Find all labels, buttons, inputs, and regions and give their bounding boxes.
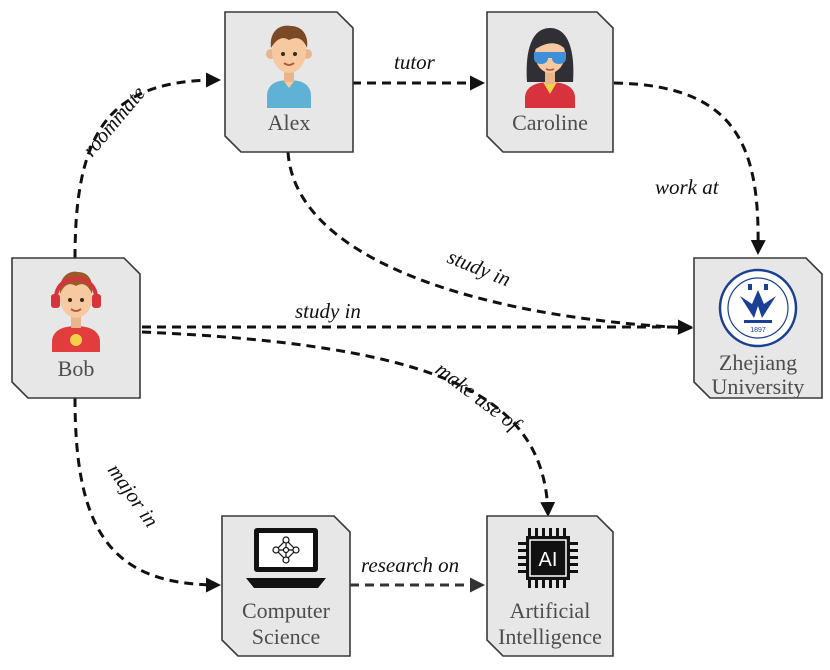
node-zhejiang-university[interactable]: 1897 Zhejiang University [693, 257, 823, 399]
node-label-caroline: Caroline [512, 110, 588, 135]
node-bob[interactable]: Bob [11, 257, 141, 399]
headphone-boy-avatar-icon [51, 271, 101, 352]
node-label-cs-line2: Science [252, 624, 320, 649]
label-bob-study-in: study in [295, 299, 361, 323]
node-artificial-intelligence[interactable]: AI Artificial Intelligence [486, 515, 614, 657]
ai-chip-icon: AI [518, 528, 578, 588]
node-label-ai-line2: Intelligence [498, 624, 602, 649]
edge-bob-alex [73, 72, 221, 259]
label-major-in: major in [103, 459, 164, 532]
laptop-network-icon [246, 528, 326, 588]
label-research-on: research on [361, 553, 459, 577]
chip-text: AI [539, 549, 558, 571]
node-alex[interactable]: Alex [224, 11, 354, 153]
seal-year: 1897 [750, 327, 766, 334]
node-label-bob: Bob [58, 356, 95, 381]
label-tutor: tutor [394, 50, 436, 74]
edge-bob-ai [141, 330, 556, 517]
label-roommate: roommate [77, 81, 150, 161]
edge-alex-zju [286, 151, 693, 335]
node-caroline[interactable]: Caroline [486, 11, 614, 153]
node-label-zju-line1: Zhejiang [719, 350, 797, 375]
edge-bob-cs [73, 397, 221, 593]
boy-avatar-icon [266, 25, 312, 108]
label-make-use-of: make use of [431, 357, 527, 438]
node-label-ai-line1: Artificial [510, 598, 591, 623]
edge-labels: roommate tutor work at study in study in… [77, 50, 719, 577]
label-work-at: work at [655, 175, 720, 199]
university-seal-icon: 1897 [718, 268, 798, 348]
woman-avatar-icon [525, 28, 575, 108]
label-alex-study-in: study in [444, 244, 514, 291]
node-label-alex: Alex [268, 110, 311, 135]
node-label-cs-line1: Computer [242, 598, 331, 623]
edges [73, 72, 766, 593]
node-computer-science[interactable]: Computer Science [221, 515, 351, 657]
edge-caroline-zju [613, 81, 766, 255]
node-label-zju-line2: University [712, 374, 805, 399]
